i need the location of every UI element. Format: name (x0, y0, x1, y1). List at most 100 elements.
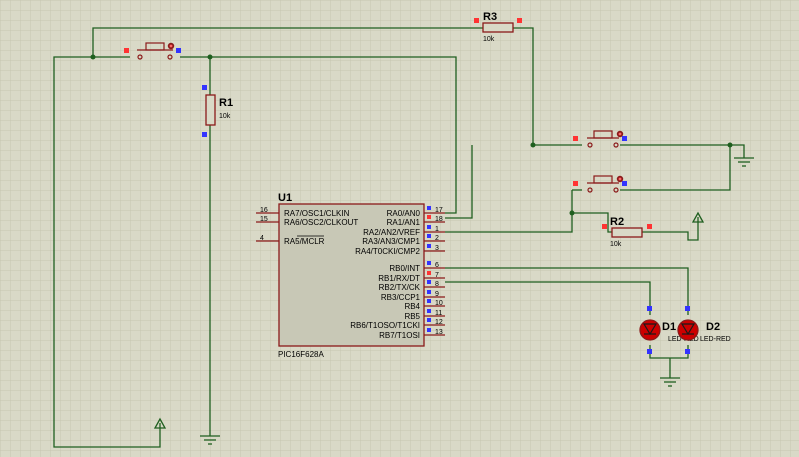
wire-sw3-r2 (571, 190, 612, 233)
pin-name: RA4/T0CKI/CMP2 (355, 247, 420, 256)
pin-name: RB5 (404, 312, 420, 321)
pin-name: RB1/RX/DT (378, 274, 420, 283)
pin-name: RA0/AN0 (387, 209, 421, 218)
pin-number: 18 (435, 216, 443, 223)
pin-marker (427, 234, 431, 238)
resistor-r2[interactable]: R2 10k (602, 216, 652, 248)
ic-pin[interactable]: 12 RB6/T1OSO/T1CKI (350, 318, 445, 330)
ic-pin[interactable]: 9 RB3/CCP1 (381, 290, 445, 302)
ic-pin[interactable]: 11 RB5 (404, 309, 445, 321)
ic-pin[interactable]: 2 RA3/AN3/CMP1 (362, 234, 445, 246)
power-icon (691, 211, 705, 223)
junction (530, 142, 536, 148)
pin-number: 12 (435, 319, 443, 326)
junction (207, 54, 213, 60)
led-label: LED-RED (700, 336, 731, 343)
wire-sw2-gnd (620, 144, 745, 158)
pin-number: 6 (435, 262, 439, 269)
power-icon (153, 417, 167, 429)
pushbutton-sw3[interactable] (573, 175, 627, 193)
pin-name: RB0/INT (389, 264, 420, 273)
junction (569, 210, 575, 216)
led-d2[interactable]: D2 LED-RED (677, 306, 731, 354)
ic-body (278, 203, 425, 347)
pin-marker (427, 225, 431, 229)
pin-number: 16 (260, 207, 268, 214)
ground-icon (734, 157, 754, 167)
ic-pin[interactable]: 1 RA2/AN2/VREF (363, 225, 445, 237)
pin-marker (427, 206, 431, 210)
led-ref: D2 (706, 321, 720, 333)
wire-ra2 (445, 213, 573, 233)
pin-name: RB7/T1OSI (379, 331, 420, 340)
led-ref: D1 (662, 321, 676, 333)
wire-r3-sw2 (513, 27, 582, 146)
pin-marker (427, 328, 431, 332)
pin-marker (427, 290, 431, 294)
ground-icon (200, 435, 220, 445)
pin-number: 15 (260, 216, 268, 223)
ic-ref: U1 (278, 192, 292, 204)
wire-sw1-ra0 (180, 56, 457, 214)
ic-pin[interactable]: 6 RB0/INT (389, 261, 445, 273)
wire-rb1-d1 (445, 281, 651, 315)
pin-name: RA3/AN3/CMP1 (362, 237, 420, 246)
pin-number: 4 (260, 235, 264, 242)
pin-number: 2 (435, 235, 439, 242)
pin-name: RB2/TX/CK (379, 283, 421, 292)
pin-name: RA2/AN2/VREF (363, 228, 420, 237)
resistor-ref: R3 (483, 11, 497, 23)
junctions (90, 54, 733, 216)
pin-number: 9 (435, 291, 439, 298)
wire-rb0-d2 (445, 267, 689, 315)
pin-number: 13 (435, 329, 443, 336)
pin-name: RA5/MCLR (284, 237, 325, 246)
resistor-value: 10k (219, 113, 231, 120)
ic-pin[interactable]: 13 RB7/T1OSI (379, 328, 445, 340)
pin-number: 1 (435, 226, 439, 233)
junction (727, 142, 733, 148)
wire-left-loop (53, 56, 161, 448)
pin-number: 10 (435, 300, 443, 307)
junction (90, 54, 96, 60)
resistor-r1[interactable]: R1 10k (202, 85, 233, 137)
pin-name: RB6/T1OSO/T1CKI (350, 321, 420, 330)
pin-name: RA1/AN1 (387, 218, 421, 227)
pin-marker (427, 271, 431, 275)
pin-marker (427, 299, 431, 303)
ic-pin[interactable]: 15 RA6/OSC2/CLKOUT (256, 216, 358, 227)
pushbutton-sw1[interactable] (124, 42, 181, 60)
resistor-r3[interactable]: R3 10k (474, 11, 522, 43)
wire-top-r3 (92, 27, 483, 57)
resistor-value: 10k (483, 36, 495, 43)
pin-name: RA6/OSC2/CLKOUT (284, 218, 358, 227)
ground-symbols (153, 157, 754, 445)
pin-name: RB3/CCP1 (381, 293, 421, 302)
pin-marker (427, 309, 431, 313)
ic-pin[interactable]: 8 RB2/TX/CK (379, 280, 445, 292)
pin-marker (427, 318, 431, 322)
pin-marker (427, 280, 431, 284)
ground-icon (660, 377, 680, 387)
ic-pin[interactable]: 18 RA1/AN1 (387, 215, 445, 227)
ic-part: PIC16F628A (278, 350, 324, 359)
wire-ra1 (445, 145, 473, 219)
resistor-ref: R2 (610, 216, 624, 228)
pin-marker (427, 215, 431, 219)
ic-pin[interactable]: 4 RA5/MCLR (256, 235, 325, 246)
pin-marker (427, 261, 431, 265)
wire-r2-power (642, 222, 699, 241)
pushbutton-sw2[interactable] (573, 130, 627, 148)
pin-number: 11 (435, 310, 442, 317)
pin-number: 8 (435, 281, 439, 288)
wires (53, 27, 745, 448)
